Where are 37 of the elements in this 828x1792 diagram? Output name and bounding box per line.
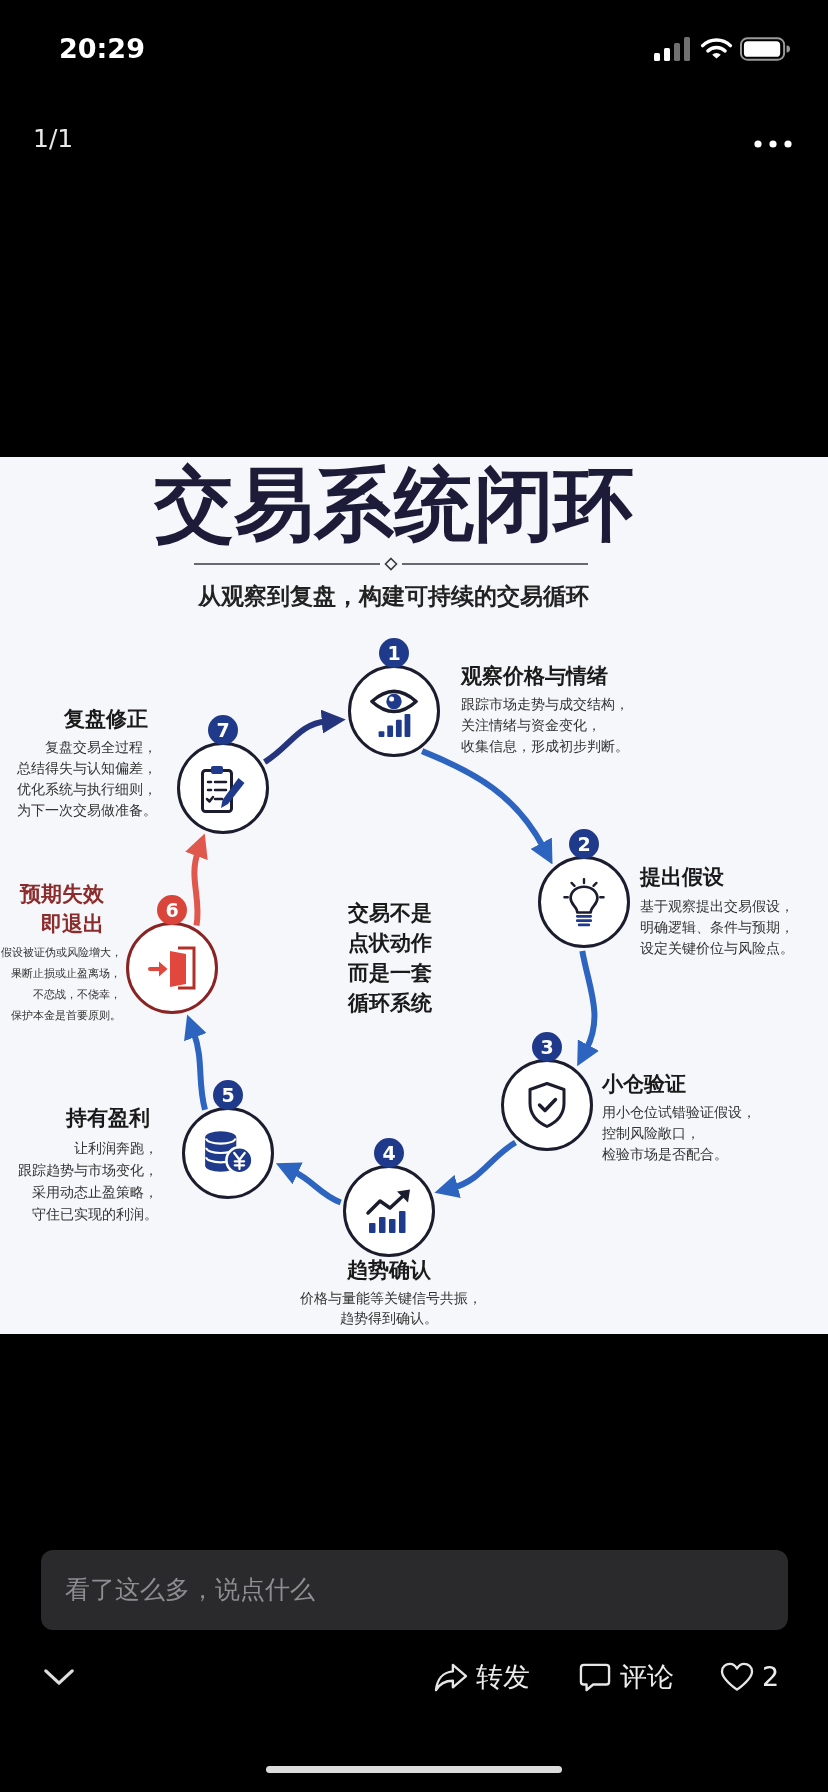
share-button: 转发 <box>434 1657 530 1697</box>
step-number: 3 <box>532 1032 562 1062</box>
arrow <box>276 1162 342 1206</box>
step-number: 4 <box>374 1138 404 1168</box>
step-description: 价格与量能等关键信号共振，趋势得到确认。 <box>300 1289 478 1328</box>
diagram-title: 交易系统闭环 <box>154 462 634 546</box>
like-button: 2 <box>720 1657 780 1697</box>
diagram-subtitle: 从观察到复盘，构建可持续的交易循环 <box>197 582 589 610</box>
page-counter: 1/1 <box>33 124 74 154</box>
step-number: 5 <box>213 1080 243 1110</box>
step-description: 用小仓位试错验证假设，控制风险敞口，检验市场是否配合。 <box>602 1103 757 1164</box>
step-title: 小仓验证 <box>602 1071 686 1097</box>
step-title: 持有盈利 <box>66 1105 150 1131</box>
step-number: 7 <box>208 715 238 745</box>
status-time: 20:29 <box>59 33 145 65</box>
comment-button: 评论 <box>578 1657 674 1697</box>
step-title: 趋势确认 <box>347 1257 431 1283</box>
comment-input-field: 看了这么多，说点什么 <box>41 1550 788 1630</box>
center-note: 交易不是点状动作而是一套循环系统 <box>347 899 433 1017</box>
step-description: 假设被证伪或风险增大，果断止损或止盈离场，不恋战，不侥幸，保护本金是首要原则。 <box>1 945 121 1024</box>
arrow <box>185 833 209 926</box>
arrow <box>263 710 346 765</box>
arrow <box>577 950 600 1067</box>
step-number: 6 <box>157 895 187 925</box>
step-number: 1 <box>379 638 409 668</box>
step-title: 预期失效即退出 <box>18 880 104 938</box>
arrow <box>434 1139 518 1198</box>
step-number: 2 <box>569 829 599 859</box>
arrow <box>420 748 554 865</box>
step-description: 让利润奔跑，跟踪趋势与市场变化，采用动态止盈策略，守住已实现的利润。 <box>17 1139 158 1224</box>
step-title: 提出假设 <box>640 864 724 890</box>
step-title: 复盘修正 <box>64 706 148 732</box>
step-description: 跟踪市场走势与成交结构，关注情绪与资金变化，收集信息，形成初步判断。 <box>461 695 630 756</box>
arrow <box>183 1014 208 1111</box>
step-description: 复盘交易全过程，总结得失与认知偏差，优化系统与执行细则，为下一次交易做准备。 <box>16 738 157 820</box>
step-description: 基于观察提出交易假设，明确逻辑、条件与预期，设定关键价位与风险点。 <box>640 897 791 958</box>
step-title: 观察价格与情绪 <box>461 663 608 689</box>
